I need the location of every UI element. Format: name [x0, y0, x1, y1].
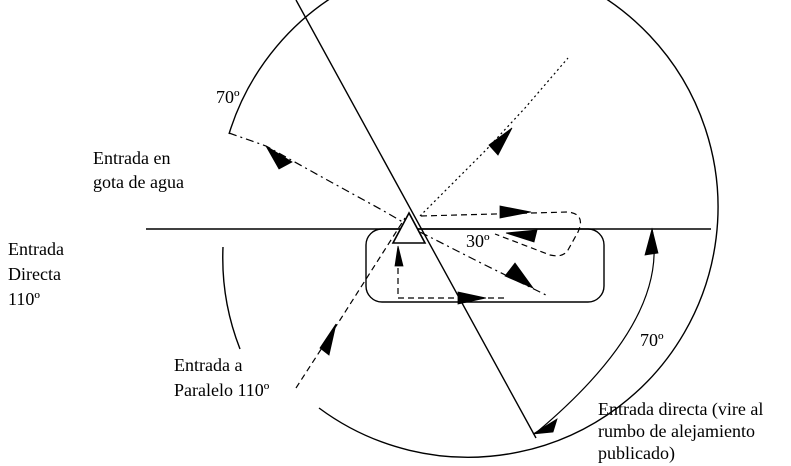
direct-entry-loop-arrow: [499, 205, 532, 219]
direct-entry-left-line-3: 110º: [8, 289, 40, 309]
direct-entry-return-arrow: [505, 229, 538, 243]
teardrop-label: Entrada en gota de agua: [93, 148, 184, 192]
direct-entry-left-line-1: Entrada: [8, 239, 64, 259]
teardrop-outbound-arrow: [504, 262, 535, 289]
angle-label-right: 70º: [640, 330, 664, 350]
angle-label-top: 70º: [216, 87, 240, 107]
direct-entry-right-line-2: rumbo de alejamiento: [598, 421, 755, 441]
sector-boundary-line: [295, 0, 537, 439]
parallel-entry-label: Entrada a Paralelo 110º: [174, 355, 270, 400]
entry-sector-circle-left: [222, 246, 241, 350]
parallel-hold-path: [397, 248, 505, 299]
angle-label-hold: 30º: [466, 231, 490, 251]
holding-pattern-racetrack: [365, 228, 605, 303]
entry-sector-circle-right: [228, 0, 719, 458]
parallel-entry-arrow: [319, 323, 337, 356]
direct-entry-dotted-arrow: [488, 127, 513, 156]
right-arc-bottom-arrow: [532, 418, 558, 435]
parallel-inbound-arrow: [394, 245, 404, 267]
parallel-entry-line-1: Entrada a: [174, 355, 242, 375]
parallel-entry-path: [295, 217, 406, 389]
direct-entry-left-label: Entrada Directa 110º: [8, 239, 68, 309]
direct-entry-right-label: Entrada directa (vire al rumbo de alejam…: [598, 399, 768, 464]
parallel-bottom-arrow: [457, 291, 487, 305]
direct-entry-dotted-path: [419, 57, 569, 217]
direct-entry-right-line-3: publicado): [598, 443, 675, 464]
direct-entry-loop-path: [420, 211, 581, 257]
teardrop-label-line-2: gota de agua: [93, 172, 184, 192]
direct-entry-left-line-2: Directa: [8, 264, 61, 284]
parallel-entry-line-2: Paralelo 110º: [174, 380, 270, 400]
holding-fix-triangle: [391, 211, 427, 244]
direct-entry-right-line-1: Entrada directa (vire al: [598, 399, 763, 420]
right-arc-top-arrow: [644, 227, 659, 256]
teardrop-label-line-1: Entrada en: [93, 148, 170, 168]
teardrop-turn-arrow: [265, 145, 293, 170]
